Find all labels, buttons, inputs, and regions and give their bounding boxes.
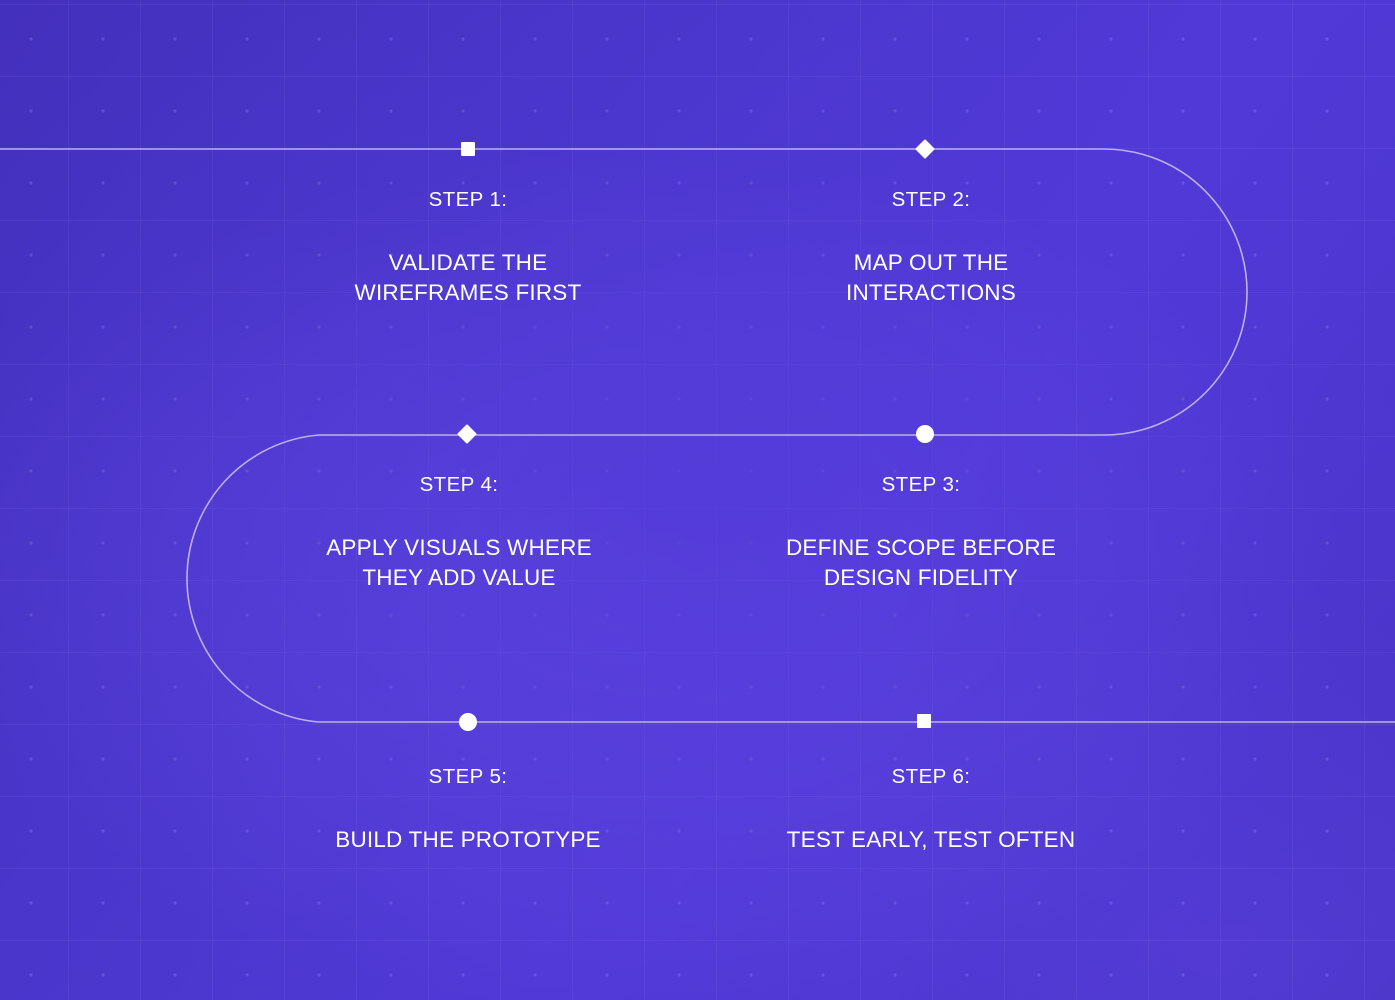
step-1-label: STEP 1: — [428, 188, 508, 211]
step-1: STEP 1: VALIDATE THE WIREFRAMES FIRST — [288, 188, 648, 309]
step-2: STEP 2: MAP OUT THE INTERACTIONS — [751, 188, 1111, 309]
step-2-title: MAP OUT THE INTERACTIONS — [846, 249, 1016, 306]
roadmap-track-line — [0, 148, 1395, 723]
step-1-square-marker[interactable] — [461, 142, 475, 156]
step-4-diamond-marker[interactable] — [457, 424, 477, 444]
step-6-label: STEP 6: — [891, 765, 971, 788]
step-5: STEP 5: BUILD THE PROTOTYPE — [288, 765, 648, 855]
step-6-square-marker[interactable] — [917, 714, 931, 728]
step-2-diamond-marker[interactable] — [915, 139, 935, 159]
step-3-circle-marker[interactable] — [916, 425, 934, 443]
step-3-label: STEP 3: — [881, 473, 961, 496]
step-4-label: STEP 4: — [419, 473, 499, 496]
step-4-title: APPLY VISUALS WHERE THEY ADD VALUE — [326, 534, 592, 591]
step-6: STEP 6: TEST EARLY, TEST OFTEN — [751, 765, 1111, 855]
step-2-label: STEP 2: — [891, 188, 971, 211]
step-3-title: DEFINE SCOPE BEFORE DESIGN FIDELITY — [785, 534, 1057, 591]
step-1-title: VALIDATE THE WIREFRAMES FIRST — [354, 249, 582, 306]
step-3: STEP 3: DEFINE SCOPE BEFORE DESIGN FIDEL… — [741, 473, 1101, 594]
step-5-label: STEP 5: — [428, 765, 508, 788]
step-5-title: BUILD THE PROTOTYPE — [335, 826, 601, 852]
step-4: STEP 4: APPLY VISUALS WHERE THEY ADD VAL… — [279, 473, 639, 594]
step-5-circle-marker[interactable] — [459, 713, 477, 731]
step-6-title: TEST EARLY, TEST OFTEN — [786, 826, 1076, 852]
